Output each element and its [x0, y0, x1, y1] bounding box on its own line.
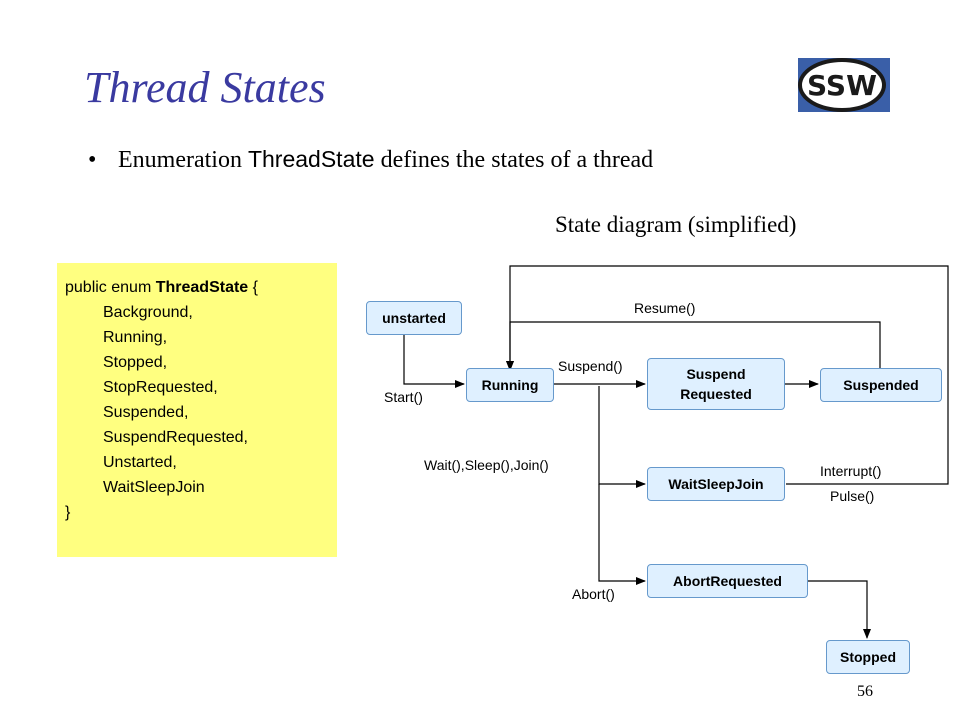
code-closing: }	[65, 504, 71, 521]
bullet-point: • Enumeration ThreadState defines the sta…	[88, 146, 653, 174]
node-unstarted: unstarted	[366, 301, 462, 335]
node-suspend-requested: Suspend Requested	[647, 358, 785, 410]
node-label: Requested	[680, 386, 752, 402]
bullet-suffix: defines the states of a thread	[374, 147, 654, 173]
code-member: Background,	[103, 304, 193, 321]
edge-label-abort: Abort()	[572, 586, 615, 602]
node-suspended: Suspended	[820, 368, 942, 402]
code-member: WaitSleepJoin	[103, 479, 205, 496]
slide-title: Thread States	[84, 63, 326, 112]
code-header-suffix: {	[248, 279, 258, 296]
node-label: AbortRequested	[673, 573, 782, 589]
node-label: Suspend	[686, 366, 746, 382]
node-waitsleepjoin: WaitSleepJoin	[647, 467, 785, 501]
ssw-logo-icon: SSW	[798, 58, 890, 112]
node-label: Stopped	[840, 649, 896, 665]
edge-label-interrupt: Interrupt()	[820, 463, 882, 479]
logo-text: SSW	[807, 69, 877, 102]
code-member: StopRequested,	[103, 379, 218, 396]
node-label: WaitSleepJoin	[668, 476, 764, 492]
edge-interrupt	[506, 265, 949, 485]
code-header-prefix: public enum	[65, 279, 156, 296]
bullet-dot: •	[88, 147, 97, 173]
edge-label-suspend: Suspend()	[558, 358, 623, 374]
code-member: Suspended,	[103, 404, 189, 421]
code-member: SuspendRequested,	[103, 429, 248, 446]
code-member: Running,	[103, 329, 168, 346]
node-abortrequested: AbortRequested	[647, 564, 808, 598]
node-stopped: Stopped	[826, 640, 910, 674]
code-header-name: ThreadState	[155, 279, 249, 296]
edge-label-resume: Resume()	[634, 300, 696, 316]
edge-to-stopped	[808, 580, 871, 639]
node-label: Suspended	[843, 377, 919, 393]
code-header: public enum ThreadState {	[65, 275, 337, 300]
edge-label-start: Start()	[384, 389, 423, 405]
edge-start	[403, 335, 465, 388]
code-member: Unstarted,	[103, 454, 177, 471]
node-running: Running	[466, 368, 554, 402]
bullet-prefix: Enumeration	[118, 147, 248, 173]
edge-abort	[598, 484, 646, 585]
diagram-caption: State diagram (simplified)	[555, 212, 797, 237]
code-member: Stopped,	[103, 354, 168, 371]
bullet-code: ThreadState	[247, 146, 375, 172]
page-number: 56	[857, 683, 873, 700]
node-label: Running	[481, 377, 539, 393]
edge-label-wait: Wait(),Sleep(),Join()	[424, 457, 549, 473]
node-label: unstarted	[382, 310, 446, 326]
edge-wait	[598, 386, 646, 488]
code-box: public enum ThreadState { Background, Ru…	[57, 263, 337, 557]
edge-label-pulse: Pulse()	[830, 488, 875, 504]
